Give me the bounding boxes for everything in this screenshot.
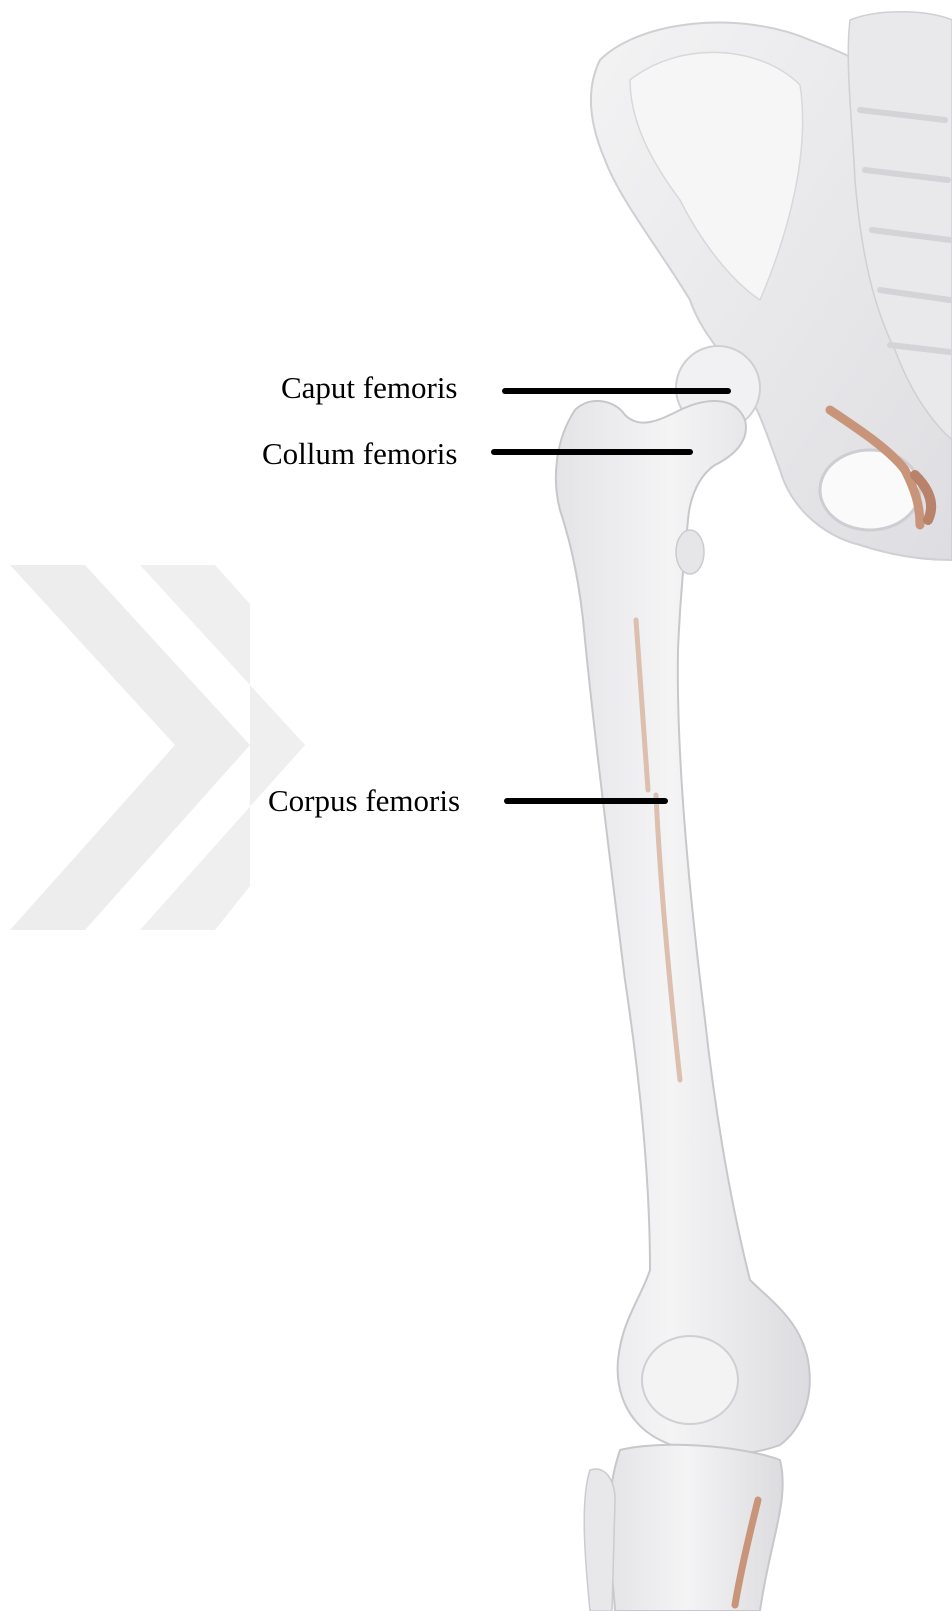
watermark-chevron bbox=[10, 565, 305, 930]
lower-leg-bones bbox=[584, 1445, 782, 1611]
label-corpus-femoris: Corpus femoris bbox=[268, 785, 460, 816]
label-collum-femoris: Collum femoris bbox=[262, 438, 457, 469]
femur bbox=[556, 346, 810, 1454]
label-caput-femoris: Caput femoris bbox=[281, 372, 458, 403]
